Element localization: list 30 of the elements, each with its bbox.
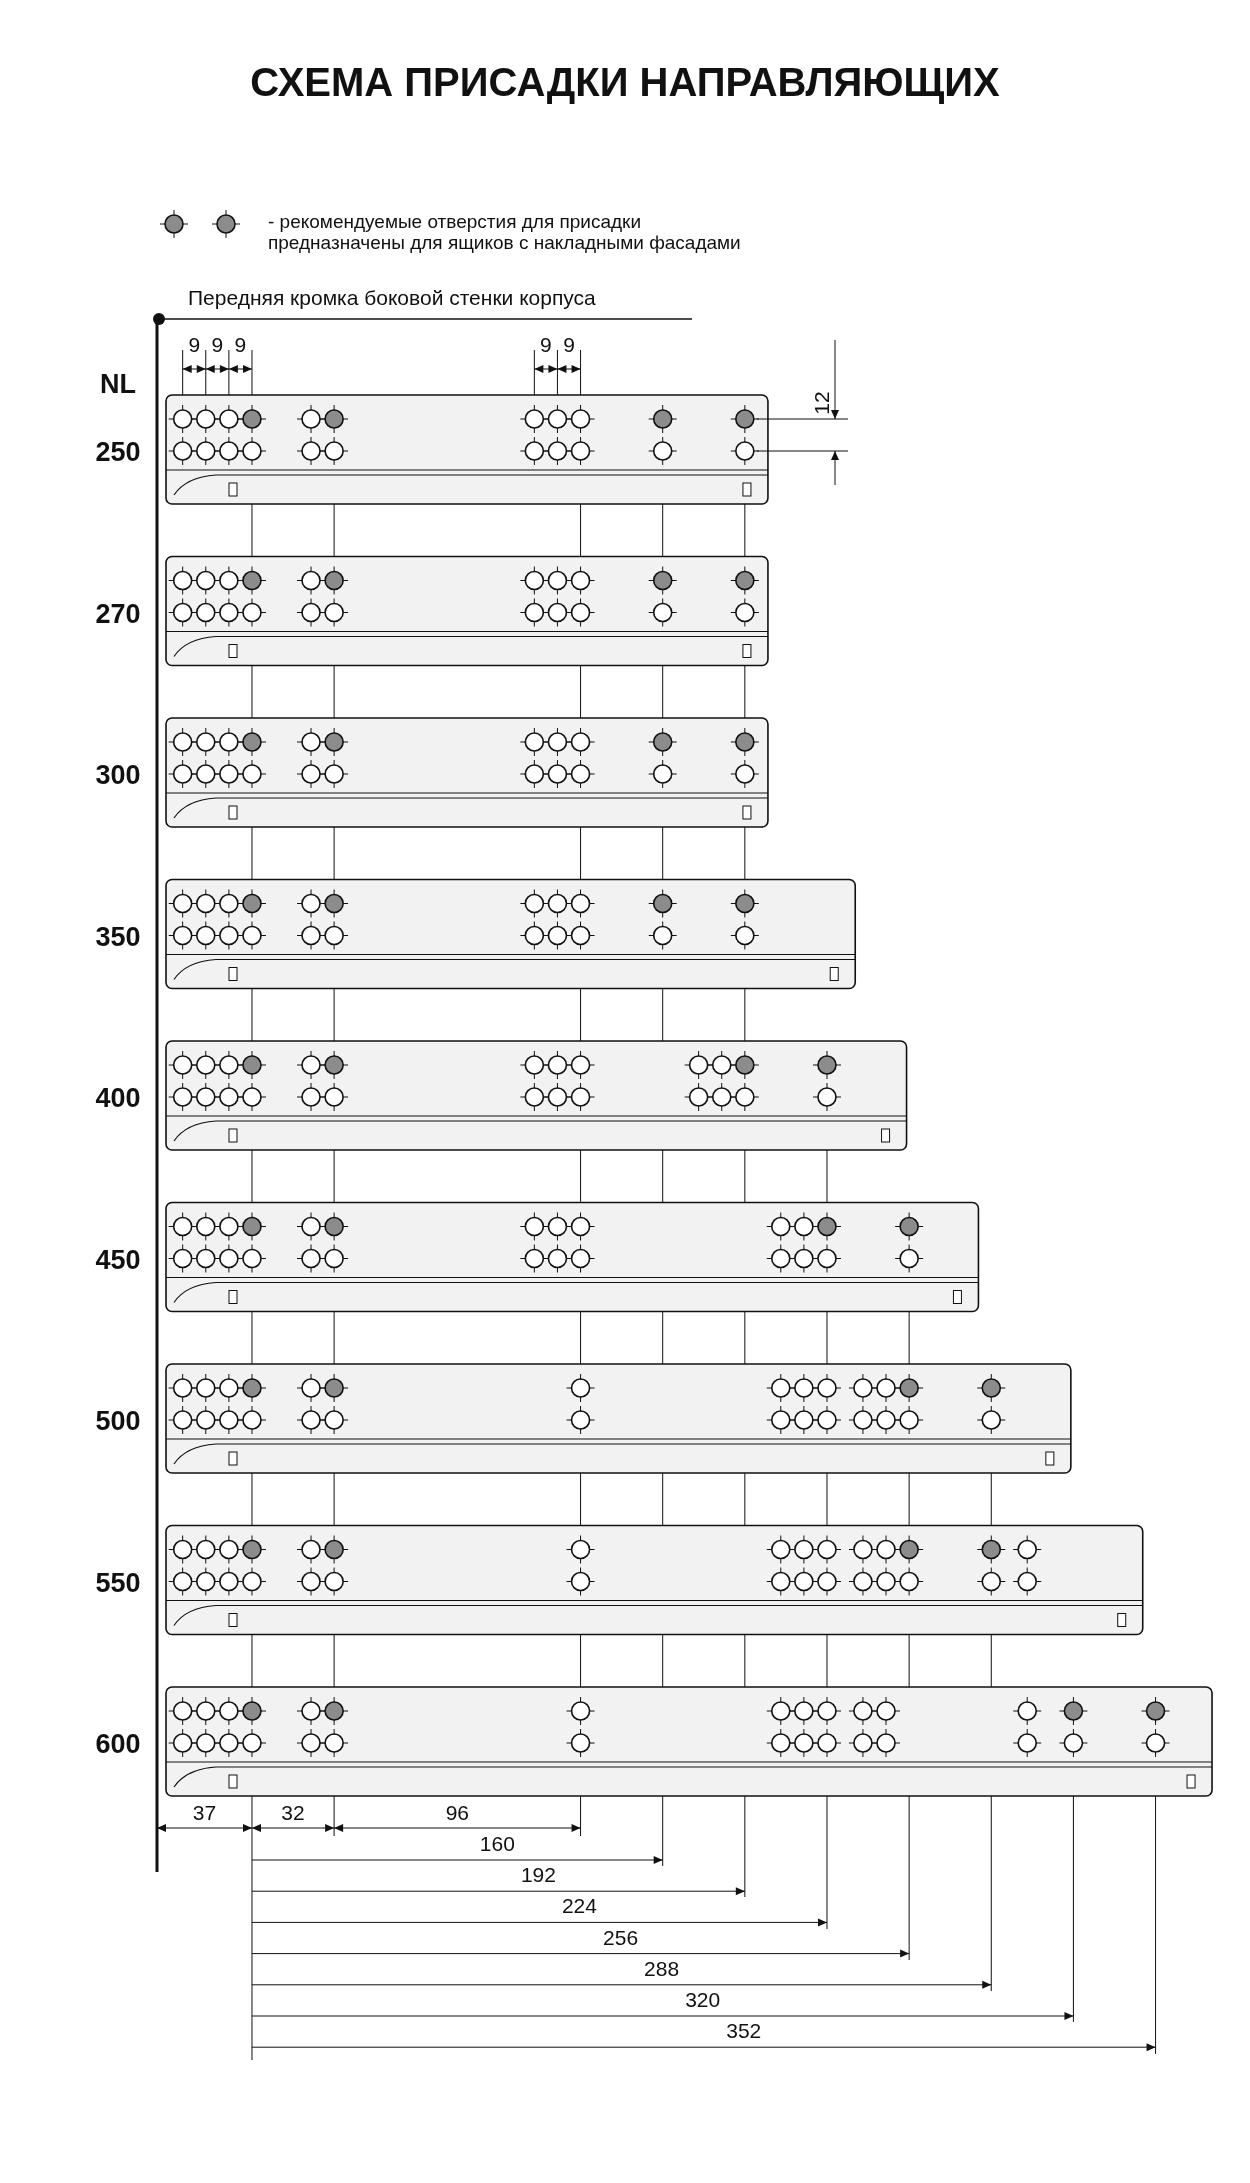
- size-label: 350: [95, 922, 141, 953]
- size-label: 270: [95, 599, 141, 630]
- legend-text: - рекомендуемые отверстия для присадки предназначены для ящиков с накладными фасадами: [268, 212, 742, 254]
- dimension-value: 224: [561, 1894, 597, 1918]
- dimension-value: 9: [540, 333, 552, 357]
- dimension-value: 32: [281, 1801, 305, 1825]
- dimension-value: 320: [685, 1988, 721, 2012]
- dimension-value: 160: [479, 1832, 515, 1856]
- note-text: Передняя кромка боковой стенки корпуса: [188, 286, 596, 310]
- size-label: 600: [95, 1730, 141, 1760]
- dimension-value: 9: [234, 333, 247, 357]
- leader-line: [153, 313, 693, 325]
- size-label: 300: [95, 761, 141, 791]
- dimension-value: 9: [563, 333, 575, 357]
- size-label: 550: [95, 1568, 141, 1599]
- dimension-value: 192: [520, 1863, 556, 1887]
- dimension-value: 9: [188, 333, 201, 357]
- size-label: 450: [95, 1245, 141, 1276]
- dimension-value: 37: [192, 1801, 217, 1825]
- dimension-value: 12: [810, 391, 834, 415]
- dimension-value: 96: [445, 1801, 469, 1825]
- title: СХЕМА ПРИСАДКИ НАПРАВЛЯЮЩИХ: [249, 60, 1001, 104]
- size-label: 500: [95, 1407, 141, 1437]
- dimension-value: 256: [603, 1926, 639, 1950]
- size-label: NL: [100, 370, 136, 400]
- dimension-value: 9: [211, 333, 224, 357]
- size-label: 250: [95, 438, 141, 468]
- size-label: 400: [95, 1084, 141, 1114]
- dimension-value: 352: [726, 2019, 762, 2043]
- dimension-value: 288: [644, 1957, 680, 1981]
